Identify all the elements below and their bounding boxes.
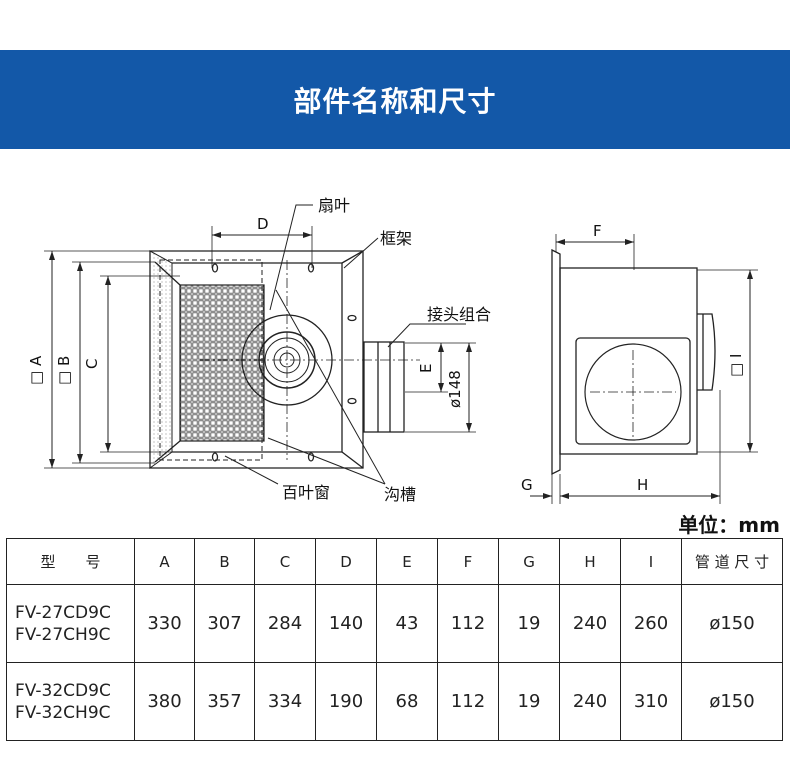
value-C: 284 [254,584,316,663]
value-C: 334 [254,662,316,741]
header-A: A [134,538,195,585]
table-row: FV-27CD9C FV-27CH9C 330 307 284 140 43 1… [6,584,783,663]
side-flange [551,248,561,476]
label-groove: 沟槽 [384,485,416,504]
dimension-drawing: 扇叶 框架 接头组合 百叶窗 沟槽 D □ A □ B C E ø148 F □… [27,196,758,504]
value-G: 19 [498,662,560,741]
model-cell: FV-27CD9C FV-27CH9C [6,584,135,663]
page-title: 部件名称和尺寸 [293,84,497,118]
unit-label: 单位：mm [678,513,780,537]
header-B: B [194,538,255,585]
header-E: E [376,538,438,585]
front-view [44,204,476,485]
label-connector: 接头组合 [427,305,491,324]
dim-label-148: ø148 [446,370,464,408]
grille [179,284,265,442]
value-B: 357 [194,662,255,741]
value-F: 112 [437,662,499,741]
header-H: H [559,538,621,585]
dim-label-E: E [417,364,435,373]
table-row: FV-32CD9C FV-32CH9C 380 357 334 190 68 1… [6,662,783,741]
model-name: FV-32CD9C [15,680,111,701]
model-name: FV-32CH9C [15,702,111,723]
value-duct: ø150 [681,662,783,741]
value-H: 240 [559,662,621,741]
value-D: 190 [315,662,377,741]
header-duct: 管 道 尺 寸 [681,538,783,585]
dim-label-F: F [593,222,602,240]
value-E: 43 [376,584,438,663]
label-fan-blade: 扇叶 [318,196,350,215]
header-C: C [254,538,316,585]
header-F: F [437,538,499,585]
side-view [530,234,758,504]
model-cell: FV-32CD9C FV-32CH9C [6,662,135,741]
table-header-row: 型 号 A B C D E F G H I 管 道 尺 寸 [6,538,783,585]
label-frame: 框架 [380,229,412,248]
value-duct: ø150 [681,584,783,663]
value-F: 112 [437,584,499,663]
title-banner: 部件名称和尺寸 [0,50,790,149]
value-A: 380 [134,662,195,741]
dim-label-B: □ B [55,356,73,385]
dim-label-G: G [521,476,533,494]
value-I: 310 [620,662,682,741]
value-A: 330 [134,584,195,663]
dim-label-C: C [83,359,101,369]
dim-label-D: D [257,215,269,233]
model-name: FV-27CD9C [15,602,111,623]
header-G: G [498,538,560,585]
value-G: 19 [498,584,560,663]
connector [363,341,405,433]
dim-label-H: H [637,476,648,494]
header-D: D [315,538,377,585]
label-grille: 百叶窗 [282,483,330,502]
spec-table: 型 号 A B C D E F G H I 管 道 尺 寸 FV-27CD9C … [6,538,783,741]
dim-label-A: □ A [27,355,45,385]
value-D: 140 [315,584,377,663]
model-name: FV-27CH9C [15,624,111,645]
value-B: 307 [194,584,255,663]
value-I: 260 [620,584,682,663]
header-model: 型 号 [6,538,135,585]
dim-label-I: □ I [727,354,745,377]
header-I: I [620,538,682,585]
value-H: 240 [559,584,621,663]
value-E: 68 [376,662,438,741]
